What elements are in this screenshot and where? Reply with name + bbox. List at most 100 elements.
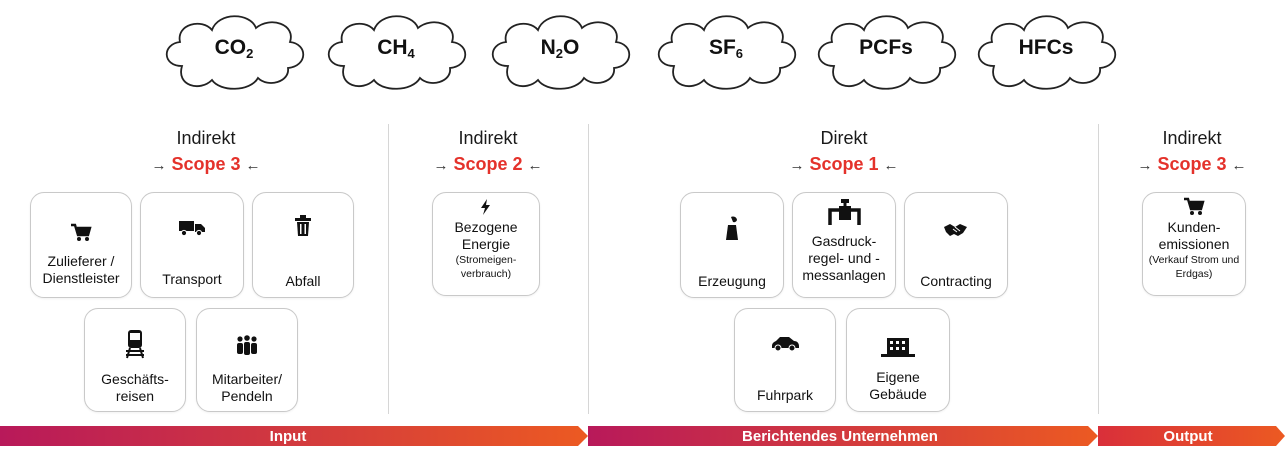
arrow-right-icon: → [151, 157, 167, 174]
cart-icon [1143, 197, 1245, 222]
card-label: Fuhrpark [756, 387, 814, 403]
card-label: Bezogene Energie (Stromeigen- verbrauch) [435, 219, 537, 281]
cloud-icon [657, 15, 797, 90]
gas-subscript: 4 [407, 46, 415, 61]
card-label: Gasdruck- regel- und - messanlagen [802, 233, 886, 283]
header-kind: Direkt [820, 128, 868, 148]
gas-formula: HFCs [1018, 36, 1074, 59]
gas-formula: CO [214, 36, 247, 59]
card-geschaeftsreisen: Geschäfts- reisen [84, 308, 186, 412]
input-label: Input [269, 428, 307, 445]
gas-label: PCFs [810, 36, 962, 60]
company-label: Berichtendes Unternehmen [742, 428, 938, 445]
card-abfall: Abfall [252, 192, 354, 298]
power-plant-icon [681, 215, 783, 246]
header-scope2: Indirekt → Scope 2 ← [388, 128, 588, 175]
building-icon [847, 337, 949, 362]
header-kind: Indirekt [1162, 128, 1222, 148]
arrow-right-icon: → [433, 157, 449, 174]
arrow-right-icon: → [789, 157, 805, 174]
card-fuhrpark: Fuhrpark [734, 308, 836, 412]
scope-label: Scope 1 [809, 154, 879, 174]
car-icon [735, 335, 835, 356]
cloud-icon [817, 15, 957, 90]
gas-label: CH4 [320, 36, 472, 61]
divider [1098, 124, 1099, 414]
cloud-6: HFCs [970, 6, 1122, 94]
cloud-1: CO2 [158, 6, 310, 94]
card-label-main: Bezogene Energie [454, 219, 518, 252]
card-transport: Transport [140, 192, 244, 298]
arrow-right-icon: → [1137, 157, 1153, 174]
card-label: Eigene Gebäude [869, 369, 927, 402]
card-label: Erzeugung [698, 273, 766, 289]
header-scope1: Direkt → Scope 1 ← [744, 128, 944, 175]
cloud-icon [491, 15, 631, 90]
divider [388, 124, 389, 414]
arrow-left-icon: ← [883, 157, 899, 174]
card-erzeugung: Erzeugung [680, 192, 784, 298]
card-zulieferer: Zulieferer / Dienstleister [30, 192, 132, 298]
train-icon [85, 329, 185, 364]
output-bar [1098, 426, 1285, 446]
card-label-sub: (Stromeigen- verbrauch) [455, 254, 517, 280]
card-energie: Bezogene Energie (Stromeigen- verbrauch) [432, 192, 540, 296]
cloud-2: CH4 [320, 6, 472, 94]
gas-subscript: 2 [555, 46, 564, 61]
card-label: Abfall [285, 273, 321, 289]
header-kind: Indirekt [176, 128, 236, 148]
card-mitarbeiter: Mitarbeiter/ Pendeln [196, 308, 298, 412]
card-label: Contracting [920, 273, 992, 289]
card-label: Geschäfts- reisen [101, 371, 169, 404]
cloud-3: N2O [484, 6, 636, 94]
card-label: Mitarbeiter/ Pendeln [211, 371, 283, 404]
gas-label: HFCs [970, 36, 1122, 60]
cloud-5: PCFs [810, 6, 962, 94]
gas-formula: SF [708, 36, 736, 59]
gas-subscript: 2 [246, 46, 254, 61]
arrow-left-icon: ← [1231, 157, 1247, 174]
arrow-left-icon: ← [245, 157, 261, 174]
cloud-4: SF6 [650, 6, 802, 94]
card-gasdruck: Gasdruck- regel- und - messanlagen [792, 192, 896, 298]
handshake-icon [905, 223, 1007, 242]
pipe-valve-icon [793, 199, 895, 230]
header-scope: → Scope 3 ← [1092, 154, 1285, 175]
header-scope: → Scope 1 ← [744, 154, 944, 175]
gas-subscript: 6 [735, 46, 744, 61]
cloud-icon [327, 15, 467, 90]
card-label: Kunden- emissionen (Verkauf Strom und Er… [1145, 219, 1243, 281]
gas-formula: PCFs [859, 36, 913, 59]
cloud-icon [165, 15, 305, 90]
header-scope: → Scope 2 ← [388, 154, 588, 175]
card-contracting: Contracting [904, 192, 1008, 298]
card-kunden: Kunden- emissionen (Verkauf Strom und Er… [1142, 192, 1246, 296]
cloud-icon [977, 15, 1117, 90]
header-kind: Indirekt [458, 128, 518, 148]
gas-formula: CH [377, 36, 408, 59]
card-label: Zulieferer / Dienstleister [42, 253, 120, 286]
arrow-left-icon: ← [527, 157, 543, 174]
divider [588, 124, 589, 414]
gas-formula-tail: O [563, 36, 580, 59]
cart-icon [31, 223, 131, 248]
gas-label: CO2 [158, 36, 310, 61]
card-label-main: Kunden- emissionen [1158, 219, 1230, 252]
trash-icon [253, 215, 353, 242]
bolt-icon [433, 199, 539, 220]
truck-icon [141, 219, 243, 242]
output-label: Output [1163, 428, 1213, 445]
header-scope: → Scope 3 ← [106, 154, 306, 175]
header-scope3-input: Indirekt → Scope 3 ← [106, 128, 306, 175]
gas-label: SF6 [650, 36, 802, 61]
gas-formula: N [540, 36, 556, 59]
scope-label: Scope 3 [171, 154, 241, 174]
header-scope3-output: Indirekt → Scope 3 ← [1092, 128, 1285, 175]
scope-label: Scope 3 [1157, 154, 1227, 174]
card-label: Transport [162, 271, 222, 287]
scope-label: Scope 2 [453, 154, 523, 174]
gas-label: N2O [484, 36, 636, 61]
card-label-sub: (Verkauf Strom und Erdgas) [1148, 254, 1240, 280]
input-bar [0, 426, 588, 446]
company-bar [588, 426, 1098, 446]
